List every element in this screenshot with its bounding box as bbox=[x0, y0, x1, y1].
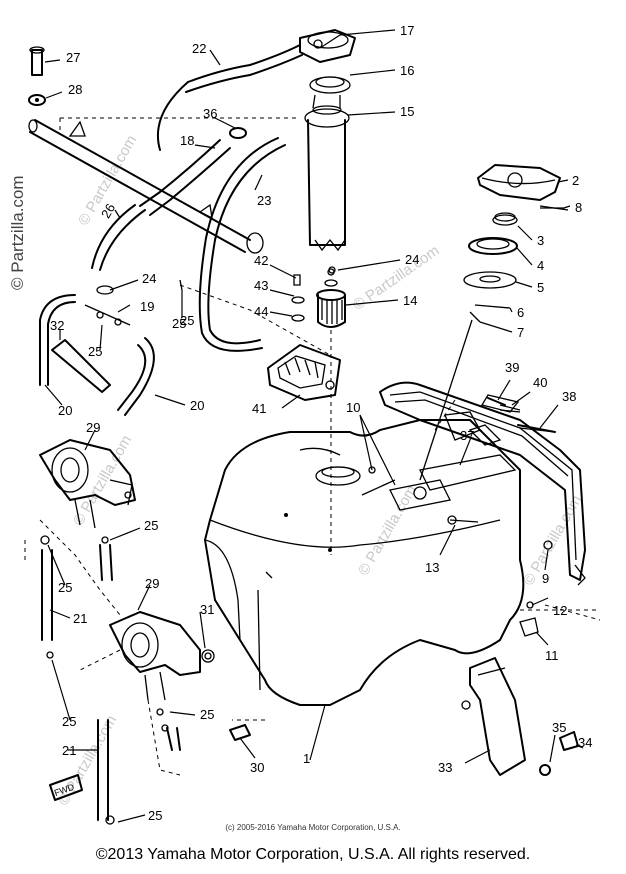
callout-27: 27 bbox=[66, 50, 80, 65]
callout-16: 16 bbox=[400, 63, 414, 78]
callout-25f: 25 bbox=[200, 707, 214, 722]
callout-9: 9 bbox=[542, 571, 549, 586]
mount-plate bbox=[267, 344, 341, 401]
callout-20a: 20 bbox=[58, 403, 72, 418]
callout-labels: 1 2 3 4 5 6 7 8 9 10 11 12 13 14 15 16 1… bbox=[50, 23, 592, 823]
callout-18: 18 bbox=[180, 133, 194, 148]
footer-copyright: ©2013 Yamaha Motor Corporation, U.S.A. A… bbox=[95, 846, 531, 863]
callout-6: 6 bbox=[517, 305, 524, 320]
callout-14: 14 bbox=[403, 293, 417, 308]
callout-42: 42 bbox=[254, 253, 268, 268]
callout-3: 3 bbox=[537, 233, 544, 248]
callout-20b: 20 bbox=[190, 398, 204, 413]
image-copyright: (c) 2005-2016 Yamaha Motor Corporation, … bbox=[225, 823, 401, 832]
fuel-pump-lower bbox=[109, 611, 215, 701]
callout-41: 41 bbox=[252, 401, 266, 416]
callout-15: 15 bbox=[400, 104, 414, 119]
callout-17: 17 bbox=[400, 23, 414, 38]
fuel-hoses bbox=[28, 44, 303, 821]
tank-strap-cover bbox=[379, 381, 586, 586]
callout-31: 31 bbox=[200, 602, 214, 617]
callout-2: 2 bbox=[572, 173, 579, 188]
callout-40: 40 bbox=[533, 375, 547, 390]
callout-44: 44 bbox=[254, 304, 268, 319]
reference-lines bbox=[24, 117, 601, 776]
callout-12: 12 bbox=[553, 603, 567, 618]
fuel-gauge-unit bbox=[299, 29, 356, 252]
callout-11: 11 bbox=[545, 648, 559, 663]
callout-29b: 29 bbox=[145, 576, 159, 591]
callout-37: 37 bbox=[460, 428, 474, 443]
callout-38: 38 bbox=[562, 389, 576, 404]
callout-30: 30 bbox=[250, 760, 264, 775]
callout-10: 10 bbox=[346, 400, 360, 415]
filler-cap-assembly bbox=[419, 164, 565, 481]
callout-24a: 24 bbox=[142, 271, 156, 286]
callout-26: 26 bbox=[98, 201, 118, 221]
callout-19: 19 bbox=[140, 299, 154, 314]
callout-25c: 25 bbox=[144, 518, 158, 533]
callout-8: 8 bbox=[575, 200, 582, 215]
callout-5: 5 bbox=[537, 280, 544, 295]
callout-leaders bbox=[44, 29, 584, 823]
bracket bbox=[461, 657, 526, 776]
callout-4: 4 bbox=[537, 258, 544, 273]
fwd-arrow-tag bbox=[49, 774, 83, 801]
callout-43: 43 bbox=[254, 278, 268, 293]
callout-1: 1 bbox=[303, 751, 310, 766]
callout-25b: 25 bbox=[172, 316, 186, 331]
callout-21b: 21 bbox=[62, 743, 76, 758]
callout-35: 35 bbox=[552, 720, 566, 735]
callout-32: 32 bbox=[50, 318, 64, 333]
callout-33: 33 bbox=[438, 760, 452, 775]
fuel-pump-upper bbox=[39, 439, 136, 529]
callout-25g: 25 bbox=[148, 808, 162, 823]
callout-13: 13 bbox=[425, 560, 439, 575]
callout-29a: 29 bbox=[86, 420, 100, 435]
callout-25h: 25 bbox=[180, 313, 194, 328]
callout-7: 7 bbox=[517, 325, 524, 340]
callout-39: 39 bbox=[505, 360, 519, 375]
callout-34: 34 bbox=[578, 735, 592, 750]
callout-25a: 25 bbox=[88, 344, 102, 359]
callout-21a: 21 bbox=[73, 611, 87, 626]
callout-25d: 25 bbox=[58, 580, 72, 595]
callout-23: 23 bbox=[257, 193, 271, 208]
callout-22: 22 bbox=[192, 41, 206, 56]
callout-36: 36 bbox=[203, 106, 217, 121]
small-parts: FWD bbox=[28, 46, 579, 825]
callout-28: 28 bbox=[68, 82, 82, 97]
callout-25e: 25 bbox=[62, 714, 76, 729]
fuel-filter bbox=[291, 268, 346, 555]
fuel-tank bbox=[204, 419, 525, 706]
callout-24b: 24 bbox=[405, 252, 419, 267]
